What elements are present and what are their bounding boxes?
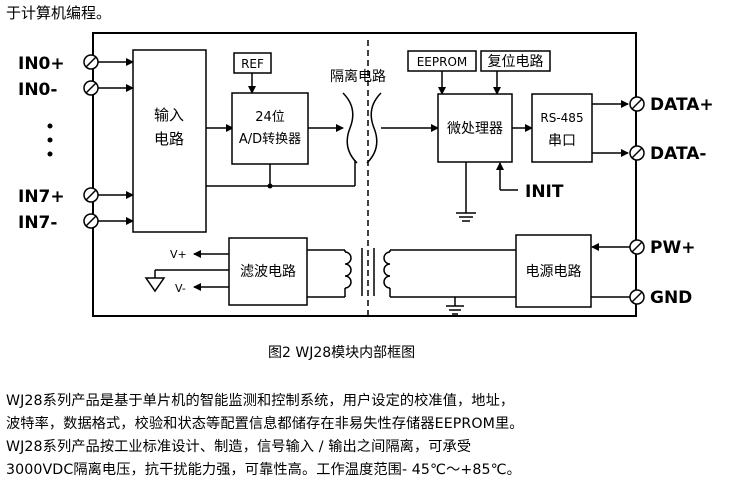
terminal-pw-plus (629, 239, 645, 255)
pin-gnd: GND (650, 288, 692, 308)
rs485-label-1: RS-485 (540, 111, 583, 125)
power-circuit-block (515, 234, 592, 308)
isolation-label: 隔离电路 (330, 68, 386, 85)
pin-in0-minus: IN0- (18, 80, 57, 100)
adc-label-2: A/D转换器 (239, 132, 301, 147)
pin-data-plus: DATA+ (650, 95, 714, 115)
pin-pw-plus: PW+ (650, 238, 695, 258)
module-frame (92, 32, 637, 317)
rs485-label-2: 串口 (548, 133, 576, 149)
terminal-gnd (629, 289, 645, 305)
input-circuit-label-2: 电路 (154, 130, 184, 148)
figure-caption: 图2 WJ28模块内部框图 (268, 345, 416, 361)
terminal-in7-minus (83, 213, 99, 229)
transformer-symbol (344, 248, 391, 296)
filter-label: 滤波电路 (240, 264, 296, 280)
terminal-data-minus (629, 145, 645, 161)
input-circuit-block (132, 49, 207, 233)
description-line-4: 3000VDC隔离电压，抗干扰能力强，可靠性高。工作温度范围- 45℃～+85℃… (6, 462, 521, 478)
v-minus-label: V- (175, 282, 186, 295)
mcu-label: 微处理器 (447, 121, 503, 137)
pin-data-minus: DATA- (650, 144, 706, 164)
reset-label: 复位电路 (488, 53, 544, 70)
pin-in7-plus: IN7+ (18, 187, 65, 207)
v-plus-label: V+ (170, 248, 187, 261)
pin-in7-minus: IN7- (18, 213, 57, 233)
terminal-in0-plus (83, 54, 99, 70)
rs485-block (531, 93, 593, 163)
description-line-3: WJ28系列产品按工业标准设计、制造，信号输入 / 输出之间隔离，可承受 (6, 439, 472, 455)
pin-in0-plus: IN0+ (18, 54, 65, 74)
pin-init: INIT (525, 182, 564, 202)
reset-block (480, 50, 551, 72)
ground-triangle-icon (144, 277, 166, 293)
ellipsis-dots (47, 123, 53, 157)
block-diagram: IN0+ IN0- IN7+ IN7- 输入 电路 REF 24位 A/D转换器… (18, 32, 714, 317)
description-line-1: WJ28系列产品是基于单片机的智能监测和控制系统，用户设定的校准值，地址， (6, 393, 515, 409)
terminal-data-plus (629, 96, 645, 112)
adc-block (231, 92, 309, 165)
ref-label: REF (241, 57, 264, 71)
input-circuit-label-1: 输入 (154, 106, 184, 124)
terminal-in7-plus (83, 187, 99, 203)
intro-text-tail: 于计算机编程。 (6, 4, 112, 22)
filter-block (228, 237, 308, 306)
eeprom-label: EEPROM (417, 55, 468, 69)
adc-label-1: 24位 (255, 110, 285, 125)
description-line-2: 波特率，数据格式，校验和状态等配置信息都储存在非易失性存储器EEPROM里。 (6, 416, 524, 432)
isolation-symbol (342, 92, 382, 164)
power-circuit-label: 电源电路 (526, 264, 582, 280)
terminal-in0-minus (83, 80, 99, 96)
